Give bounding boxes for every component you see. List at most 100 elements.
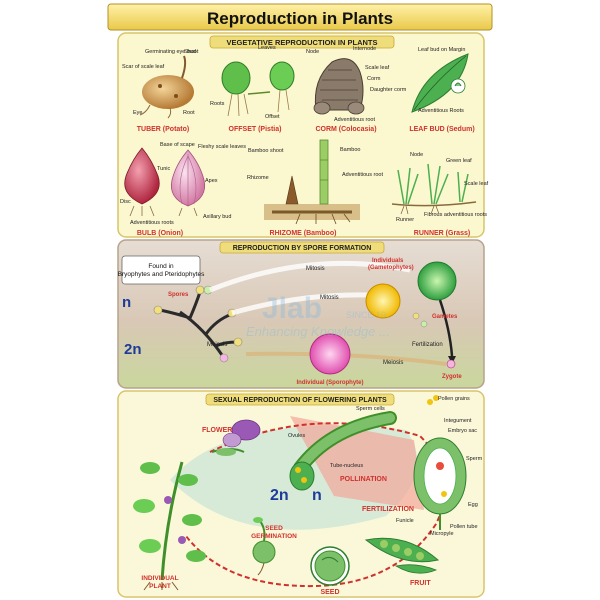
spore-heading: REPRODUCTION BY SPORE FORMATION <box>233 245 372 252</box>
seed-illustration <box>310 546 350 586</box>
page-title: Reproduction in Plants <box>207 9 393 28</box>
sexual-label-ovules: Ovules <box>288 433 305 439</box>
bulb-label-adventitious: Adventitious roots <box>130 220 174 226</box>
tuber-label-root: Root <box>183 110 195 116</box>
title-banner <box>107 3 493 31</box>
vegetative-heading: VEGETATIVE REPRODUCTION IN PLANTS <box>227 38 378 47</box>
rhizome-caption: RHIZOME (Bamboo) <box>270 230 337 237</box>
rhizome-label-bamboo: Bamboo <box>340 147 361 153</box>
sexual-label-fruit: FRUIT <box>410 580 431 587</box>
sexual-2n-label: 2n <box>270 487 289 504</box>
spore-2n-label: 2n <box>124 341 142 358</box>
pistia-offset-illustration <box>221 61 295 117</box>
runner-label-fibrous: Fibrous adventitious roots <box>424 212 487 218</box>
sexual-label-integument: Integument <box>444 418 472 424</box>
rhizome-label-adventitious: Adventitious root <box>342 172 383 178</box>
sexual-heading: SEXUAL REPRODUCTION OF FLOWERING PLANTS <box>213 397 387 404</box>
runner-label-greenleaf: Green leaf <box>446 158 472 164</box>
sexual-label-sperm: Sperm <box>466 456 483 462</box>
runner-label-runner: Runner <box>396 217 414 223</box>
pollination-illustration <box>289 411 397 491</box>
grass-runner-illustration <box>391 163 477 215</box>
green-gametophyte-cell <box>417 261 457 301</box>
sexual-heading-bg <box>205 393 395 406</box>
bulb-label-disc: Disc <box>120 199 131 205</box>
watermark-brand: Jlab <box>262 292 322 325</box>
mitosis-arrow-1 <box>209 260 411 293</box>
pea-pod-illustration <box>364 537 440 574</box>
sexual-label-pollentube: Pollen tube <box>450 524 478 530</box>
vegetative-heading-bg <box>209 35 395 49</box>
runner-caption: RUNNER (Grass) <box>414 230 470 237</box>
corm-label-node: Node <box>306 49 319 55</box>
corm-label-scaleleaf: Scale leaf <box>365 65 390 71</box>
fertilization-arrow <box>438 299 454 357</box>
bulb-label-apex: Apex <box>205 178 218 184</box>
corm-label-corm: Corm <box>367 76 381 82</box>
germination-illustration <box>252 517 276 576</box>
gamete-2 <box>420 320 428 328</box>
spore-label-mitosis2: Mitosis <box>320 295 339 301</box>
sedum-leaf-illustration <box>411 53 469 113</box>
leafbud-label-margin: Leaf bud on Margin <box>418 47 465 53</box>
sexual-label-embryosac: Embryo sac <box>448 428 477 434</box>
tuber-label-eye: Eye <box>133 110 142 116</box>
sexual-label-tubenucleus: Tube-nucleus <box>330 463 363 469</box>
yellow-gametophyte-cell <box>365 283 401 319</box>
rhizome-label-shoot: Bamboo shoot <box>248 148 284 154</box>
bulb-caption: BULB (Onion) <box>137 230 183 237</box>
onion-bulb-illustration <box>124 147 206 217</box>
tuber-label-eyebud: Germinating eye bud <box>145 49 196 55</box>
spore-panel <box>117 239 485 389</box>
bamboo-rhizome-illustration <box>264 139 360 225</box>
tuber-caption: TUBER (Potato) <box>137 126 190 133</box>
bulb-label-fleshy: Fleshy scale leaves <box>198 144 246 150</box>
offset-caption: OFFSET (Pistia) <box>229 126 282 133</box>
spore-heading-bg <box>219 241 385 254</box>
spore-label-spores: Spores <box>168 292 189 298</box>
bulb-label-tunic: Tunic <box>157 166 170 172</box>
offset-label-roots: Roots <box>210 101 225 107</box>
sexual-label-seed: SEED <box>320 589 339 596</box>
pea-plant-illustration <box>133 461 206 591</box>
watermark-since: SINCE 19.. <box>346 310 391 320</box>
sexual-label-spermcells: Sperm cells <box>356 406 385 412</box>
mitosis-arrow-2 <box>231 292 373 316</box>
sexual-label-egg: Egg <box>468 502 478 508</box>
bulb-label-axillary: Axillary bud <box>203 214 231 220</box>
sexual-label-pollination: POLLINATION <box>340 476 387 483</box>
flower-illustration <box>211 419 261 456</box>
corm-label-adventitious: Adventitious root <box>334 117 375 123</box>
meiosis-arrow <box>245 351 447 366</box>
vegetative-panel <box>117 32 485 238</box>
tuber-label-scar: Scar of scale leaf <box>122 64 165 70</box>
found-in-box <box>121 255 201 285</box>
bulb-label-basescape: Base of scape <box>160 142 195 148</box>
spore-n-label: n <box>122 294 131 311</box>
runner-label-node: Node <box>410 152 423 158</box>
tuber-label-shoot: Shoot <box>184 49 199 55</box>
corm-label-internode: Internode <box>353 46 376 52</box>
spore-label-meiosis1: Meiosis <box>207 342 227 348</box>
spore-label-gametes: Gametes <box>432 314 458 320</box>
ovule-illustration <box>413 395 467 530</box>
corm-label-daughter: Daughter corm <box>370 87 407 93</box>
watermark-tagline: Enhancing Knowledge ... <box>246 324 390 339</box>
spore-label-fertilization: Fertilization <box>412 342 443 348</box>
leafbud-label-roots: Adventitious Roots <box>418 108 464 114</box>
potato-tuber-illustration <box>139 55 194 119</box>
spore-branch-illustration <box>153 285 243 363</box>
sexual-label-flower: FLOWER <box>202 427 232 434</box>
sexual-label-micropyle: Micropyle <box>430 531 454 537</box>
gamete-1 <box>412 312 420 320</box>
sporophyte-cell <box>309 333 351 375</box>
spore-label-zygote: Zygote <box>442 374 462 380</box>
offset-label-leaves: Leaves <box>258 45 276 51</box>
sexual-label-funicle: Funicle <box>396 518 414 524</box>
leafbud-caption: LEAF BUD (Sedum) <box>409 126 474 133</box>
sexual-label-fertilization: FERTILIZATION <box>362 506 414 513</box>
spore-label-sporophyte: Individual (Sporophyte) <box>297 380 364 386</box>
